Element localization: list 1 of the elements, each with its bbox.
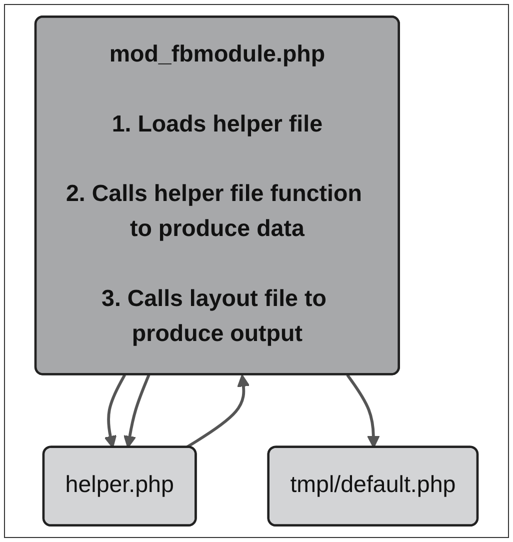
arrow xyxy=(185,374,250,449)
